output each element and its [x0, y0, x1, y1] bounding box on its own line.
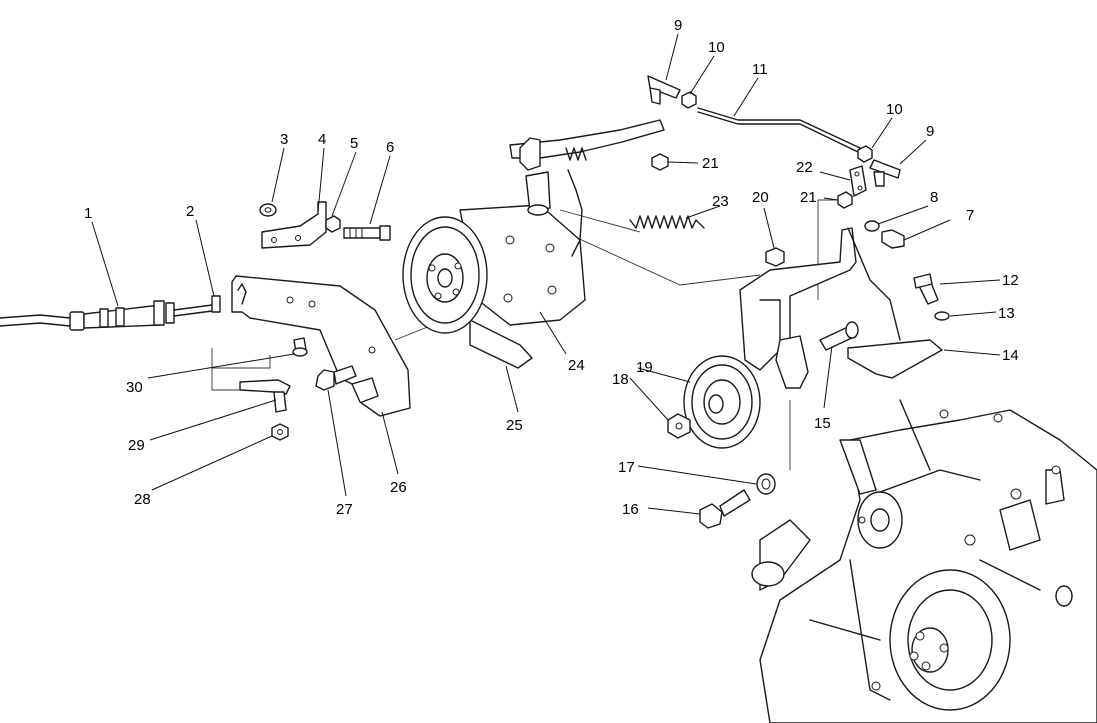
callout-6: 6	[386, 139, 394, 156]
callout-15: 15	[814, 415, 831, 432]
callout-5: 5	[350, 135, 358, 152]
cable-clip	[211, 295, 221, 313]
callout-24: 24	[568, 357, 585, 374]
callout-18: 18	[612, 371, 629, 388]
callout-1: 1	[84, 205, 92, 222]
callout-20: 20	[752, 189, 769, 206]
callout-19: 19	[636, 359, 653, 376]
callout-29: 29	[128, 437, 145, 454]
callout-7: 7	[966, 207, 974, 224]
callout-26: 26	[390, 479, 407, 496]
callout-21b: 21	[800, 189, 817, 206]
callout-labels: 1 2 3 4 5 6 7 8 9 9 10 10 11 12 13 14 15…	[84, 17, 1019, 518]
idler-bracket	[739, 227, 943, 389]
callout-10b: 10	[886, 101, 903, 118]
callout-8: 8	[930, 189, 938, 206]
callout-13: 13	[998, 305, 1015, 322]
control-bracket	[231, 201, 411, 441]
callout-17: 17	[618, 459, 635, 476]
callout-22: 22	[796, 159, 813, 176]
callout-28: 28	[134, 491, 151, 508]
leader-lines	[91, 33, 1001, 515]
pulley-bracket-assembly	[402, 204, 586, 369]
callout-9a: 9	[674, 17, 682, 34]
callout-27: 27	[336, 501, 353, 518]
callout-23: 23	[712, 193, 729, 210]
callout-3: 3	[280, 131, 288, 148]
callout-9b: 9	[926, 123, 934, 140]
callout-11: 11	[752, 61, 768, 78]
callout-30: 30	[126, 379, 143, 396]
callout-25: 25	[506, 417, 523, 434]
callout-14: 14	[1002, 347, 1019, 364]
engine-block	[751, 399, 1097, 723]
callout-16: 16	[622, 501, 639, 518]
throttle-linkage	[509, 75, 950, 321]
callout-2: 2	[186, 203, 194, 220]
callout-21a: 21	[702, 155, 719, 172]
callout-12: 12	[1002, 272, 1019, 289]
callout-4: 4	[318, 131, 326, 148]
callout-10a: 10	[708, 39, 725, 56]
throttle-cable	[0, 300, 213, 331]
idler-pulley	[667, 355, 776, 529]
